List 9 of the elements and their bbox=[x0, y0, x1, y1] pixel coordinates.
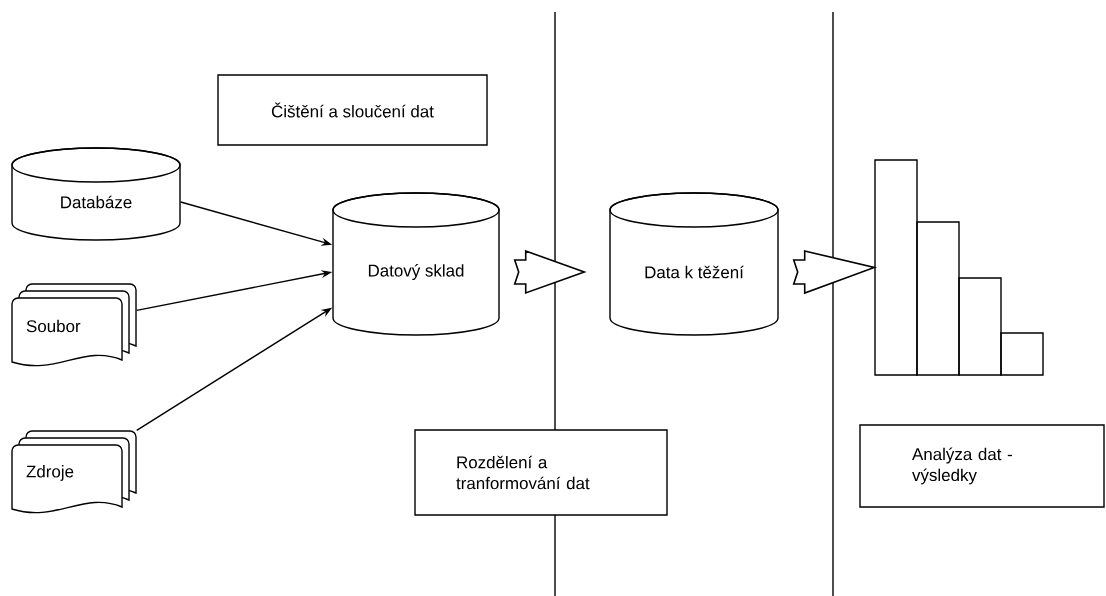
bar-chart-drawing bbox=[874, 159, 1044, 376]
text-box: Analýza dat - výsledky bbox=[859, 424, 1105, 508]
text-box: Rozdělení a tranformování dat bbox=[414, 429, 668, 516]
database-cylinder: Datový sklad bbox=[332, 192, 500, 336]
database-cylinder: Databáze bbox=[11, 147, 181, 241]
text-box: Čištění a sloučení dat bbox=[217, 74, 488, 146]
document-stack: Soubor bbox=[11, 283, 137, 367]
database-cylinder: Data k těžení bbox=[609, 192, 779, 336]
document-stack: Zdroje bbox=[11, 430, 137, 514]
